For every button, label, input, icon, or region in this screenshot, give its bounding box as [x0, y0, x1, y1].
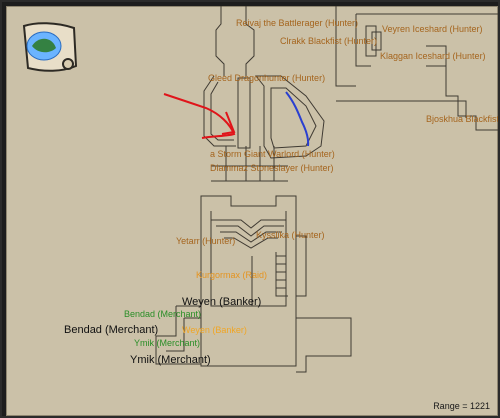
wall [166, 317, 201, 352]
wall [225, 146, 275, 181]
label-ymik-merchant-green: Ymik (Merchant) [134, 338, 201, 348]
wall [210, 81, 234, 141]
blue-line-annotation [285, 91, 310, 147]
label-kysslika: Kysslika (Hunter) [256, 230, 325, 240]
label-weyen-banker-black: Weyen (Banker) [182, 296, 262, 308]
label-bjoskhua: Bjoskhua Blackfist [426, 114, 498, 124]
wall [215, 6, 225, 76]
wall [220, 231, 282, 243]
wall [245, 6, 255, 76]
red-arrowhead-annotation [221, 111, 236, 135]
wall [275, 252, 288, 297]
wall [445, 66, 498, 131]
label-kurgormax: Kurgormax (Raid) [196, 270, 268, 280]
wall [211, 165, 288, 182]
wall [336, 100, 467, 118]
label-clrakk: Clrakk Blackfist (Hunter) [280, 36, 378, 46]
wall [210, 211, 287, 307]
label-yetarr: Yetarr (Hunter) [176, 236, 236, 246]
label-reivaj: Reivaj the Battlerager (Hunter) [236, 18, 359, 28]
wall [155, 305, 201, 365]
wall [270, 87, 317, 149]
wall [296, 317, 352, 373]
label-klaggan: Klaggan Iceshard (Hunter) [380, 51, 486, 61]
minimap-icon[interactable] [18, 20, 82, 78]
wall [211, 219, 286, 229]
wall [365, 25, 382, 57]
label-ymik-merchant-black: Ymik (Merchant) [130, 354, 211, 366]
label-dlammaz: Dlammaz Stoneslayer (Hunter) [210, 163, 334, 173]
label-gleed: Gleed Dragonhunter (Hunter) [208, 73, 326, 83]
wall [200, 195, 297, 367]
red-arrow-annotation [163, 93, 236, 139]
wall [276, 255, 286, 289]
map-geometry [155, 6, 498, 373]
label-weyen-banker-amber: Weyen (Banker) [182, 325, 247, 335]
wall [216, 225, 284, 237]
wall [224, 237, 278, 249]
label-bendad-merchant-black: Bendad (Merchant) [64, 324, 159, 336]
wall [296, 235, 307, 297]
wall [355, 13, 498, 67]
map-canvas[interactable]: Reivaj the Battlerager (Hunter) Clrakk B… [6, 6, 498, 416]
wall [237, 77, 251, 149]
wall [426, 45, 447, 67]
range-readout: Range = 1221 [433, 401, 490, 411]
wall [335, 6, 356, 87]
label-storm-giant: a Storm Giant Warlord (Hunter) [210, 149, 335, 159]
wall [254, 75, 325, 159]
label-bendad-merchant-green: Bendad (Merchant) [124, 309, 202, 319]
wall [203, 75, 236, 147]
label-veyren: Veyren Iceshard (Hunter) [382, 24, 483, 34]
